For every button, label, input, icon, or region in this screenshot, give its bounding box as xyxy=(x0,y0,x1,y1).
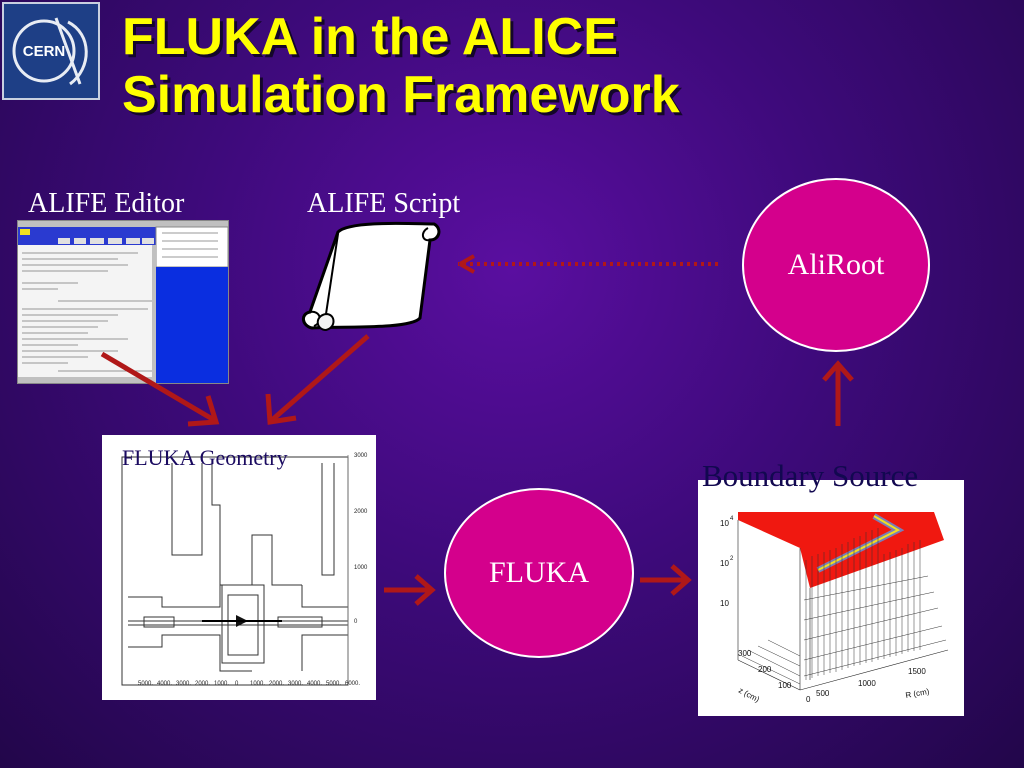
boundary-rtick-1: 1000 xyxy=(858,679,876,688)
fluka-node: FLUKA xyxy=(444,488,634,658)
alife-script-scroll xyxy=(298,218,444,336)
aliroot-label: AliRoot xyxy=(787,248,885,281)
alife-script-label: ALIFE Script xyxy=(307,188,461,219)
boundary-source-panel: 10 4 10 2 10 300 200 100 0 500 1000 1500… xyxy=(698,458,964,716)
geometry-plot: 3000 2000 1000 0 5000. 4000. 3000. 2000.… xyxy=(121,453,368,687)
fluka-geometry-label: FLUKA Geometry xyxy=(122,445,288,470)
arrow-boundary-to-aliroot xyxy=(822,360,854,426)
geo-ytick-3: 0 xyxy=(354,619,358,625)
arrows-to-geometry xyxy=(100,334,370,427)
geo-xtick-0: 5000. xyxy=(138,681,153,687)
scroll-icon xyxy=(302,221,441,332)
alife-editor-label: ALIFE Editor xyxy=(28,188,185,219)
geo-xtick-4: 1000. xyxy=(214,681,229,687)
boundary-source-label: Boundary Source xyxy=(702,458,919,493)
boundary-r-axis-label: R (cm) xyxy=(905,687,931,700)
boundary-ytick-1: 10 xyxy=(720,559,729,568)
arrow-script-to-geometry xyxy=(270,334,370,422)
slide-title: FLUKA in the ALICE Simulation Framework xyxy=(122,8,922,124)
geo-xtick-11: 6000. xyxy=(345,681,360,687)
geo-ytick-0: 3000 xyxy=(354,453,368,459)
fluka-geometry-panel: 3000 2000 1000 0 5000. 4000. 3000. 2000.… xyxy=(102,435,376,700)
alife-editor-screenshot xyxy=(17,220,229,384)
dotted-arrow-aliroot-to-script xyxy=(458,254,718,274)
geo-ytick-2: 1000 xyxy=(354,565,368,571)
arrow-fluka-to-boundary xyxy=(640,564,692,596)
logo-text: CERN xyxy=(23,43,66,60)
boundary-rtick-0: 500 xyxy=(816,689,830,698)
cern-logo-graphic: CERN xyxy=(12,17,88,86)
geo-xtick-10: 5000. xyxy=(326,681,341,687)
boundary-z-axis-label: z (cm) xyxy=(737,686,761,705)
geo-xtick-8: 3000. xyxy=(288,681,303,687)
boundary-ytick-0: 10 xyxy=(720,519,729,528)
arrow-editor-to-geometry xyxy=(100,351,216,423)
geo-xtick-9: 4000. xyxy=(307,681,322,687)
geo-xtick-2: 3000. xyxy=(176,681,191,687)
arrow-geometry-to-fluka xyxy=(384,574,436,606)
boundary-ztick-1: 200 xyxy=(758,665,772,674)
boundary-ytick-2: 10 xyxy=(720,599,729,608)
boundary-yexp-1: 2 xyxy=(730,556,734,562)
boundary-lego-plot: 10 4 10 2 10 300 200 100 0 500 1000 1500… xyxy=(720,512,949,705)
cern-logo: CERN xyxy=(2,2,100,100)
boundary-ztick-3: 0 xyxy=(806,695,811,704)
geo-xtick-6: 1000. xyxy=(250,681,265,687)
geo-xtick-1: 4000. xyxy=(157,681,172,687)
geo-xtick-5: 0 xyxy=(235,681,239,687)
boundary-ztick-0: 300 xyxy=(738,649,752,658)
boundary-ztick-2: 100 xyxy=(778,681,792,690)
title-line-2: Simulation Framework xyxy=(122,66,680,124)
fluka-label: FLUKA xyxy=(488,556,589,589)
geo-ytick-1: 2000 xyxy=(354,509,368,515)
title-line-1: FLUKA in the ALICE xyxy=(122,8,618,66)
boundary-rtick-2: 1500 xyxy=(908,667,926,676)
geo-xtick-7: 2000. xyxy=(269,681,284,687)
boundary-yexp-0: 4 xyxy=(730,516,734,522)
aliroot-node: AliRoot xyxy=(742,178,930,352)
geo-xtick-3: 2000. xyxy=(195,681,210,687)
